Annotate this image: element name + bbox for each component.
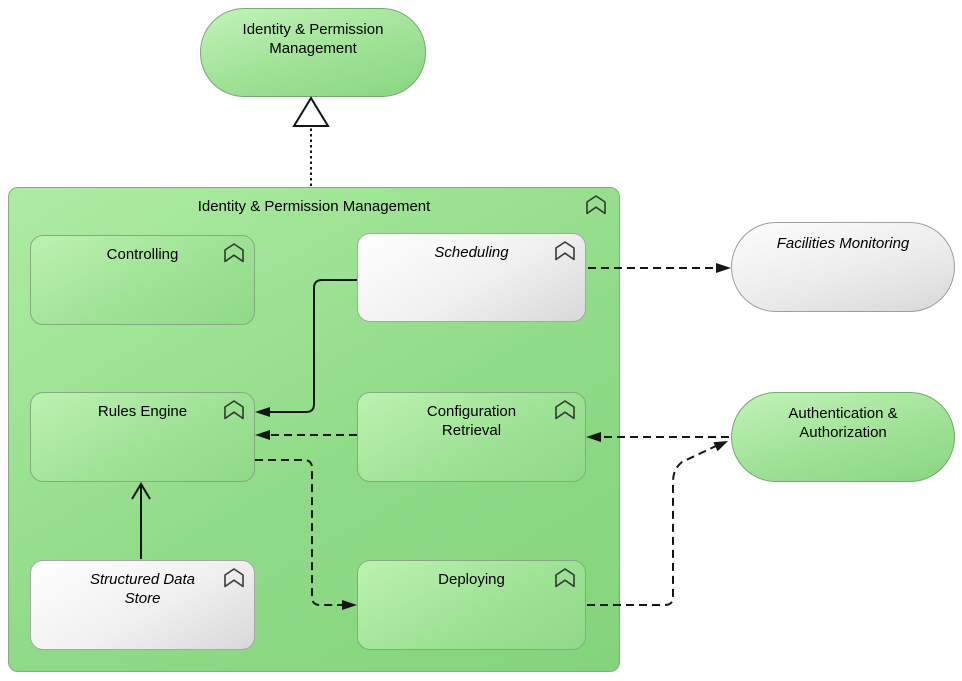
node-structured-data-store[interactable]: Structured Data Store (30, 560, 255, 650)
filled-arrowhead (713, 441, 728, 452)
node-deploying[interactable]: Deploying (357, 560, 586, 650)
node-facilities-monitoring[interactable]: Facilities Monitoring (731, 222, 955, 312)
container-title: Identity & Permission Management (197, 198, 431, 215)
function-icon (224, 243, 244, 263)
node-label: Scheduling (434, 244, 509, 261)
function-icon (555, 568, 575, 588)
node-controlling[interactable]: Controlling (30, 235, 255, 325)
edge-realization-function-to-service[interactable] (292, 96, 330, 186)
node-label: Deploying (438, 571, 505, 588)
function-icon (224, 400, 244, 420)
node-label: Controlling (106, 246, 179, 263)
node-configuration-retrieval[interactable]: Configuration Retrieval (357, 392, 586, 482)
node-authentication-authorization[interactable]: Authentication & Authorization (731, 392, 955, 482)
node-label: Configuration Retrieval (426, 403, 517, 439)
node-identity-permission-service[interactable]: Identity & Permission Management (200, 8, 426, 97)
function-icon (555, 241, 575, 261)
function-icon (555, 400, 575, 420)
hollow-triangle-arrowhead (292, 96, 330, 127)
function-icon (586, 195, 606, 215)
node-rules-engine[interactable]: Rules Engine (30, 392, 255, 482)
function-icon (224, 568, 244, 588)
node-label: Facilities Monitoring (776, 235, 910, 252)
node-scheduling[interactable]: Scheduling (357, 233, 586, 322)
node-label: Rules Engine (97, 403, 188, 420)
node-label: Structured Data Store (89, 571, 196, 607)
filled-arrowhead (716, 263, 731, 273)
node-label: Authentication & Authorization (788, 405, 898, 441)
node-label: Identity & Permission Management (242, 21, 384, 57)
